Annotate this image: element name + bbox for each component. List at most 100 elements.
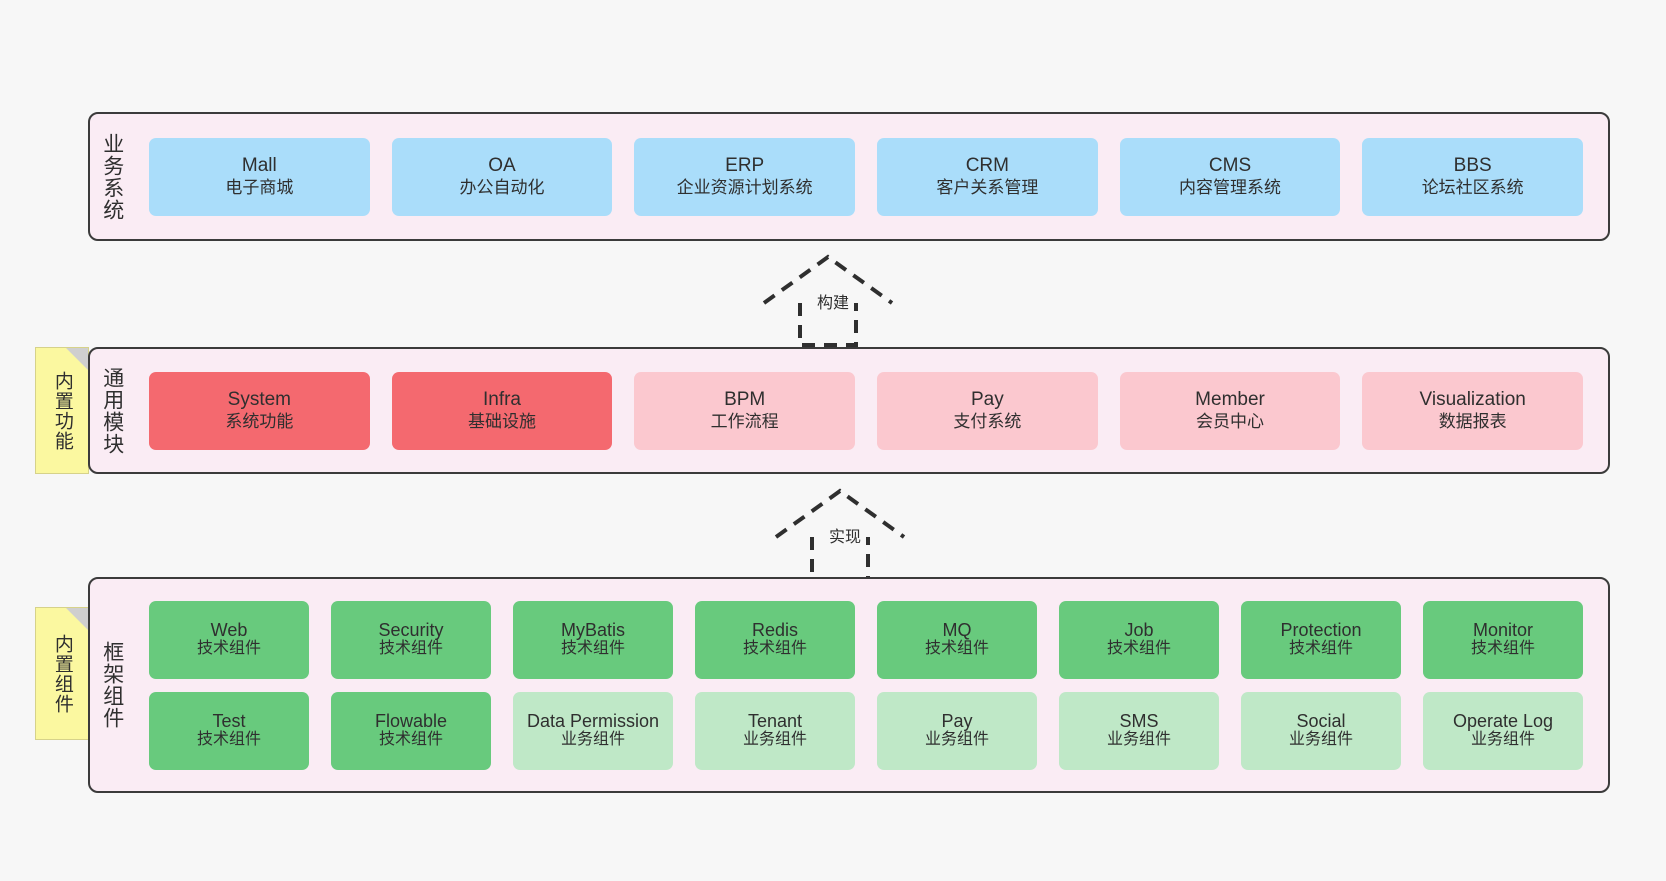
tile-subtitle: 技术组件 — [196, 731, 261, 749]
tile-operate-log[interactable]: Operate Log 业务组件 — [1423, 691, 1583, 770]
tile-title: Web — [210, 619, 248, 640]
tile-flowable[interactable]: Flowable 技术组件 — [331, 691, 491, 770]
tile-subtitle: 技术组件 — [560, 640, 625, 658]
arrow-head-shape — [774, 488, 906, 539]
tile-title: Flowable — [374, 710, 448, 731]
layer-common-modules: 通用模块 System 系统功能 Infra 基础设施 BPM 工作流程 Pay… — [88, 347, 1610, 474]
layer-business-systems: 业务系统 Mall 电子商城 OA 办公自动化 ERP 企业资源计划系统 CRM… — [88, 112, 1610, 241]
tile-title: Data Permission — [526, 710, 660, 731]
tile-title: BPM — [724, 389, 766, 411]
tile-title: Pay — [970, 389, 1004, 411]
tile-subtitle: 支付系统 — [953, 411, 1022, 431]
sticky-note-builtin-components: 内置组件 — [35, 607, 89, 740]
tile-mq[interactable]: MQ 技术组件 — [877, 600, 1037, 679]
tile-subtitle: 数据报表 — [1438, 411, 1507, 431]
layer-label-framework: 框架组件 — [100, 641, 124, 729]
framework-tile-row-business: Test 技术组件 Flowable 技术组件 Data Permission … — [138, 691, 1594, 770]
tile-cms[interactable]: CMS 内容管理系统 — [1119, 137, 1341, 216]
tile-security[interactable]: Security 技术组件 — [331, 600, 491, 679]
tile-subtitle: 技术组件 — [924, 640, 989, 658]
tile-title: Pay — [941, 710, 973, 731]
tile-subtitle: 技术组件 — [1470, 640, 1535, 658]
tile-bbs[interactable]: BBS 论坛社区系统 — [1362, 137, 1584, 216]
tile-subtitle: 论坛社区系统 — [1421, 177, 1524, 197]
sticky-note-text: 内置功能 — [51, 370, 73, 451]
tile-web[interactable]: Web 技术组件 — [149, 600, 309, 679]
arrow-shaft-shape — [798, 303, 858, 347]
tile-subtitle: 业务组件 — [924, 731, 989, 749]
tile-subtitle: 内容管理系统 — [1179, 177, 1282, 197]
connector-implement: 实现 — [772, 487, 932, 587]
tile-pay-module[interactable]: Pay 支付系统 — [877, 371, 1098, 450]
tile-subtitle: 工作流程 — [710, 411, 779, 431]
business-tiles-container: Mall 电子商城 OA 办公自动化 ERP 企业资源计划系统 CRM 客户关系… — [134, 114, 1608, 239]
tile-job[interactable]: Job 技术组件 — [1059, 600, 1219, 679]
common-tile-row: System 系统功能 Infra 基础设施 BPM 工作流程 Pay 支付系统… — [138, 371, 1594, 450]
tile-title: Social — [1296, 710, 1346, 731]
tile-subtitle: 电子商城 — [225, 177, 294, 197]
tile-subtitle: 业务组件 — [742, 731, 807, 749]
tile-subtitle: 技术组件 — [1106, 640, 1171, 658]
layer-label-business: 业务系统 — [100, 132, 124, 221]
tile-subtitle: 企业资源计划系统 — [676, 177, 813, 197]
tile-protection[interactable]: Protection 技术组件 — [1241, 600, 1401, 679]
tile-title: Job — [1124, 619, 1154, 640]
tile-title: Redis — [751, 619, 799, 640]
tile-crm[interactable]: CRM 客户关系管理 — [877, 137, 1098, 216]
tile-mall[interactable]: Mall 电子商城 — [149, 137, 370, 216]
tile-title: Protection — [1280, 619, 1362, 640]
tile-data-permission[interactable]: Data Permission 业务组件 — [513, 691, 673, 770]
tile-subtitle: 技术组件 — [378, 731, 443, 749]
tile-mybatis[interactable]: MyBatis 技术组件 — [513, 600, 673, 679]
tile-title: OA — [488, 155, 516, 177]
tile-title: Visualization — [1419, 389, 1526, 411]
arrow-head-shape — [762, 254, 894, 305]
framework-tile-row-technical: Web 技术组件 Security 技术组件 MyBatis 技术组件 Redi… — [138, 600, 1594, 679]
tile-tenant[interactable]: Tenant 业务组件 — [695, 691, 855, 770]
tile-subtitle: 技术组件 — [196, 640, 261, 658]
tile-oa[interactable]: OA 办公自动化 — [391, 137, 613, 216]
tile-title: SMS — [1119, 710, 1159, 731]
tile-title: CMS — [1208, 155, 1252, 177]
tile-title: System — [227, 389, 292, 411]
tile-title: MQ — [942, 619, 972, 640]
tile-visualization[interactable]: Visualization 数据报表 — [1362, 371, 1584, 450]
connector-build: 构建 — [760, 253, 920, 353]
tile-title: ERP — [725, 155, 765, 177]
tile-subtitle: 系统功能 — [225, 411, 294, 431]
tile-title: Test — [212, 710, 246, 731]
tile-sms[interactable]: SMS 业务组件 — [1059, 691, 1219, 770]
layer-framework-components: 框架组件 Web 技术组件 Security 技术组件 MyBatis 技术组件 — [88, 577, 1610, 793]
tile-title: Mall — [241, 155, 277, 177]
tile-system[interactable]: System 系统功能 — [149, 371, 370, 450]
framework-tiles-container: Web 技术组件 Security 技术组件 MyBatis 技术组件 Redi… — [134, 579, 1608, 791]
tile-subtitle: 业务组件 — [560, 731, 625, 749]
tile-subtitle: 业务组件 — [1288, 731, 1353, 749]
page-fold-icon — [66, 608, 88, 630]
tile-social[interactable]: Social 业务组件 — [1241, 691, 1401, 770]
tile-title: Operate Log — [1452, 710, 1554, 731]
tile-subtitle: 技术组件 — [378, 640, 443, 658]
tile-subtitle: 会员中心 — [1196, 411, 1265, 431]
connector-label-implement: 实现 — [829, 529, 862, 546]
sticky-note-text: 内置组件 — [51, 633, 73, 714]
tile-infra[interactable]: Infra 基础设施 — [391, 371, 613, 450]
tile-title: Tenant — [747, 710, 803, 731]
tile-title: CRM — [965, 155, 1009, 177]
tile-redis[interactable]: Redis 技术组件 — [695, 600, 855, 679]
tile-pay-component[interactable]: Pay 业务组件 — [877, 691, 1037, 770]
tile-subtitle: 基础设施 — [468, 411, 536, 431]
tile-title: MyBatis — [560, 619, 625, 640]
tile-bpm[interactable]: BPM 工作流程 — [634, 371, 856, 450]
tile-monitor[interactable]: Monitor 技术组件 — [1423, 600, 1583, 679]
tile-erp[interactable]: ERP 企业资源计划系统 — [634, 137, 856, 216]
business-tile-row: Mall 电子商城 OA 办公自动化 ERP 企业资源计划系统 CRM 客户关系… — [138, 137, 1594, 216]
tile-subtitle: 业务组件 — [1470, 731, 1535, 749]
tile-test[interactable]: Test 技术组件 — [149, 691, 309, 770]
connector-label-build: 构建 — [817, 295, 850, 312]
tile-subtitle: 业务组件 — [1106, 731, 1171, 749]
sticky-note-builtin-features: 内置功能 — [35, 347, 89, 474]
tile-subtitle: 技术组件 — [1288, 640, 1353, 658]
tile-member[interactable]: Member 会员中心 — [1119, 371, 1341, 450]
